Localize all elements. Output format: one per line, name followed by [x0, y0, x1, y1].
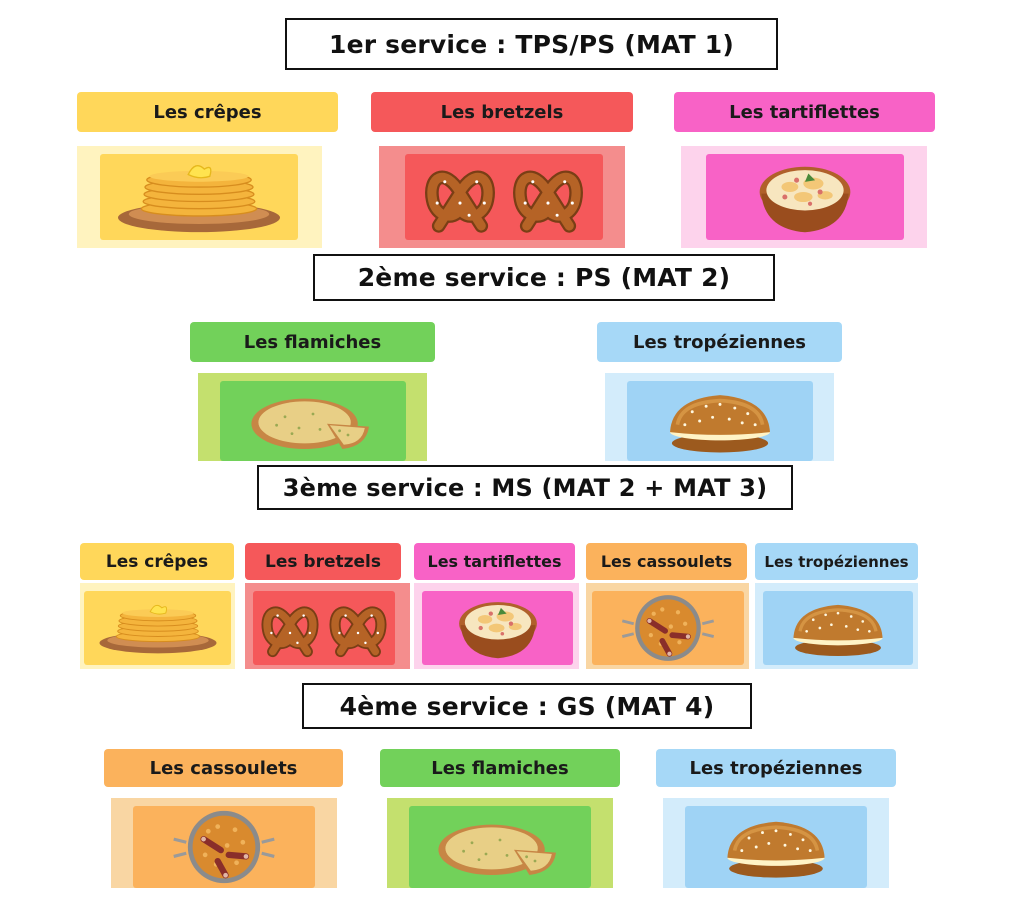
service-2-card-flamiches — [198, 373, 427, 461]
service-1-label-tartiflettes: Les tartiflettes — [674, 92, 935, 132]
service-3-label-tartiflettes: Les tartiflettes — [414, 543, 575, 580]
crepes-stack-icon — [109, 156, 289, 238]
service-4-card-flamiches — [387, 798, 613, 888]
pretzel-icon — [422, 159, 498, 235]
service-1-card-crepes — [77, 146, 322, 248]
pretzel-icon — [259, 597, 321, 659]
service-4-title: 4ème service : GS (MAT 4) — [302, 683, 752, 729]
tropezienne-cake-icon — [660, 384, 780, 458]
service-3-title: 3ème service : MS (MAT 2 + MAT 3) — [257, 465, 793, 510]
service-2-label-flamiches: Les flamiches — [190, 322, 435, 362]
flamiche-tart-icon — [430, 810, 570, 884]
service-1-card-tartiflettes — [681, 146, 927, 248]
service-3-label-crepes: Les crêpes — [80, 543, 234, 580]
service-2-card-tropeziennes — [605, 373, 834, 461]
service-2-label-tropeziennes: Les tropéziennes — [597, 322, 842, 362]
service-4-label-tropeziennes: Les tropéziennes — [656, 749, 896, 787]
tartiflette-dish-icon — [750, 155, 860, 239]
tropezienne-cake-icon — [721, 811, 831, 883]
tartiflette-dish-icon — [450, 592, 546, 664]
pretzel-icon — [327, 597, 389, 659]
service-3-card-bretzels — [245, 583, 410, 669]
service-4-label-cassoulets: Les cassoulets — [104, 749, 343, 787]
service-1-label-crepes: Les crêpes — [77, 92, 338, 132]
service-3-label-bretzels: Les bretzels — [245, 543, 401, 580]
service-3-card-tartiflettes — [414, 583, 579, 669]
service-3-label-tropeziennes: Les tropéziennes — [755, 543, 918, 580]
service-3-card-cassoulets — [586, 583, 749, 669]
service-4-label-flamiches: Les flamiches — [380, 749, 620, 787]
cassoulet-pan-icon — [618, 592, 718, 664]
tropezienne-cake-icon — [786, 595, 890, 661]
crepes-stack-icon — [93, 596, 223, 660]
service-1-title: 1er service : TPS/PS (MAT 1) — [285, 18, 778, 70]
cassoulet-pan-icon — [169, 807, 279, 887]
service-1-card-bretzels — [379, 146, 625, 248]
flamiche-tart-icon — [243, 385, 383, 457]
service-2-title: 2ème service : PS (MAT 2) — [313, 254, 775, 301]
service-4-card-tropeziennes — [663, 798, 889, 888]
pretzel-icon — [510, 159, 586, 235]
service-4-card-cassoulets — [111, 798, 337, 888]
service-1-label-bretzels: Les bretzels — [371, 92, 633, 132]
service-3-card-crepes — [80, 583, 235, 669]
service-3-label-cassoulets: Les cassoulets — [586, 543, 747, 580]
service-3-card-tropeziennes — [755, 583, 918, 669]
